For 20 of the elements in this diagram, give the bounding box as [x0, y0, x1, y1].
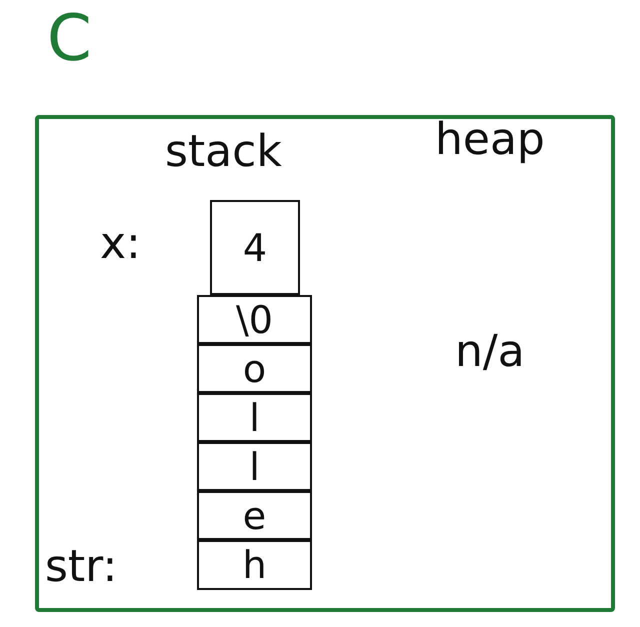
cell-value: l — [249, 396, 260, 440]
cell-value: e — [242, 494, 266, 538]
memory-cell — [197, 393, 312, 442]
memory-cell — [197, 295, 312, 344]
variable-label: x: — [100, 222, 141, 266]
language-title: C — [47, 7, 92, 71]
heap-label: heap — [435, 118, 545, 162]
cell-value: o — [242, 346, 266, 390]
memory-cell — [197, 442, 312, 491]
stack-label: stack — [165, 130, 282, 174]
memory-cell — [210, 200, 300, 295]
cell-value: \0 — [236, 298, 273, 342]
memory-cell — [197, 491, 312, 540]
memory-cell — [197, 540, 312, 590]
memory-cell — [197, 344, 312, 393]
cell-value: h — [242, 543, 267, 587]
cell-value: l — [249, 444, 260, 488]
heap-value: n/a — [455, 330, 525, 374]
cell-value: 4 — [242, 226, 268, 270]
variable-label: str: — [45, 545, 118, 589]
